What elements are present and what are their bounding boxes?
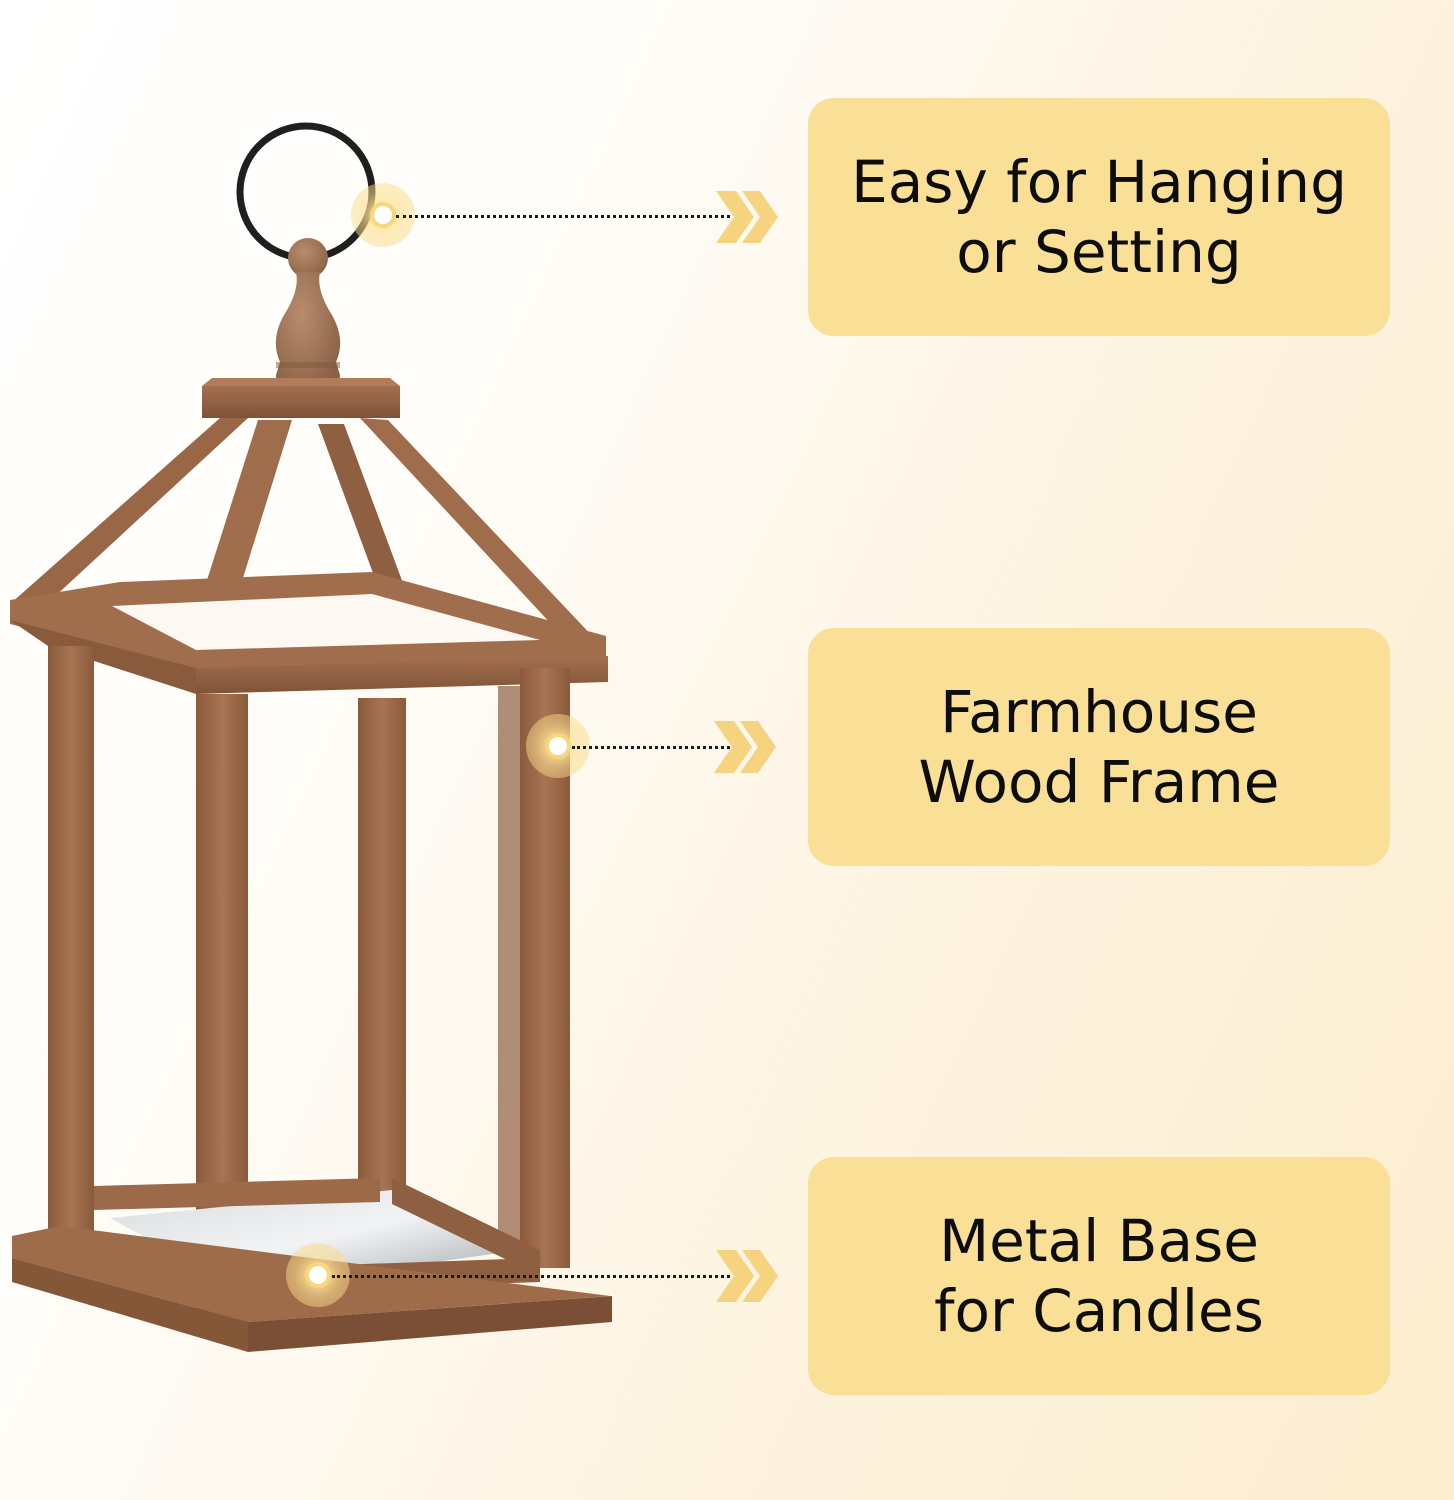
callout-line (396, 215, 730, 218)
finial (275, 238, 341, 394)
feature-title-line2: Wood Frame (918, 748, 1280, 816)
feature-card-metal-base: Metal Base for Candles (808, 1157, 1390, 1395)
feature-card-hanging: Easy for Hanging or Setting (808, 98, 1390, 336)
upper-frame (10, 572, 608, 694)
callout-line (332, 1275, 730, 1278)
feature-title-line1: Farmhouse (940, 678, 1258, 746)
chevron-double-right-icon (714, 721, 776, 773)
feature-title-line2: or Setting (956, 218, 1242, 286)
highlight-dot (374, 206, 392, 224)
highlight-dot (549, 737, 567, 755)
feature-title-line1: Easy for Hanging (851, 148, 1347, 216)
feature-card-wood-frame: Farmhouse Wood Frame (808, 628, 1390, 866)
feature-title-line2: for Candles (934, 1277, 1264, 1345)
feature-title-line1: Metal Base (939, 1207, 1259, 1275)
chevron-double-right-icon (716, 191, 778, 243)
highlight-dot (309, 1266, 327, 1284)
callout-line (572, 746, 730, 749)
chevron-double-right-icon (716, 1250, 778, 1302)
